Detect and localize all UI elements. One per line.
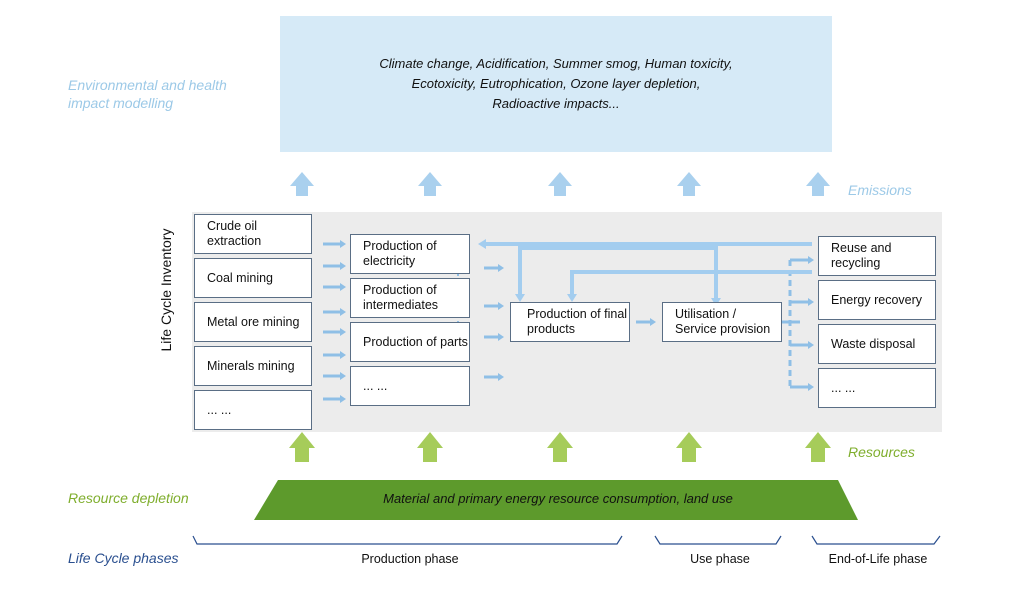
- resource-arrow: [547, 432, 573, 462]
- emission-arrow: [290, 172, 314, 196]
- production-label: Production of parts: [363, 334, 468, 349]
- utilisation-label: Utilisation / Service provision: [675, 307, 771, 336]
- end-of-life-box: Waste disposal: [818, 324, 936, 364]
- resource-arrow: [805, 432, 831, 462]
- end-of-life-box: Reuse and recycling: [818, 236, 936, 276]
- lci-title: Life Cycle Inventory: [158, 228, 174, 352]
- resource-arrow: [289, 432, 315, 462]
- emission-arrow: [548, 172, 572, 196]
- emission-arrows: [290, 172, 830, 196]
- phase-brackets: [192, 535, 941, 545]
- end-of-life-label: Waste disposal: [831, 336, 916, 351]
- emissions-label: Emissions: [848, 182, 912, 198]
- final-products-label: Production of final products: [527, 307, 628, 336]
- end-of-life-box: Energy recovery: [818, 280, 936, 320]
- phase-end-of-life-label: End-of-Life phase: [828, 552, 928, 566]
- production-box: Production of electricity: [350, 234, 470, 274]
- impact-categories-box: Climate change, Acidification, Summer sm…: [280, 16, 832, 152]
- resource-arrow: [676, 432, 702, 462]
- depletion-bar: [254, 480, 858, 520]
- emission-arrow: [677, 172, 701, 196]
- impact-modelling-label: Environmental and health impact modellin…: [68, 76, 227, 112]
- production-box: Production of parts: [350, 322, 470, 362]
- end-of-life-box: ... ...: [818, 368, 936, 408]
- impact-line-1: Climate change, Acidification, Summer sm…: [379, 56, 733, 71]
- life-cycle-phases-label: Life Cycle phases: [68, 550, 179, 566]
- phase-production-label: Production phase: [361, 552, 459, 566]
- extraction-box: Metal ore mining: [194, 302, 312, 342]
- extraction-label: Metal ore mining: [207, 314, 300, 329]
- production-label: Production of intermediates: [363, 283, 439, 312]
- feedback-loops: [486, 242, 812, 300]
- extraction-label: Coal mining: [207, 270, 274, 285]
- resource-arrows: [289, 432, 831, 462]
- final-products-box: Production of final products: [510, 302, 630, 342]
- resources-label: Resources: [848, 444, 915, 460]
- bracket-production: [192, 535, 623, 545]
- extraction-box: Coal mining: [194, 258, 312, 298]
- end-of-life-label: Energy recovery: [831, 292, 923, 307]
- impact-modelling-label-line-1: Environmental and health: [68, 77, 227, 93]
- emission-arrow: [806, 172, 830, 196]
- utilisation-box: Utilisation / Service provision: [662, 302, 782, 342]
- extraction-label: Minerals mining: [207, 358, 295, 373]
- extraction-label: ... ...: [207, 402, 232, 417]
- extraction-label: Crude oil extraction: [207, 219, 262, 248]
- bracket-use: [654, 535, 782, 545]
- resource-arrow: [417, 432, 443, 462]
- impact-categories-text: Climate change, Acidification, Summer sm…: [379, 54, 732, 114]
- impact-modelling-label-line-2: impact modelling: [68, 95, 174, 111]
- end-of-life-label: Reuse and recycling: [831, 241, 892, 270]
- resource-depletion-label: Resource depletion: [68, 490, 189, 506]
- depletion-bar-text: Material and primary energy resource con…: [383, 491, 733, 506]
- end-of-life-label: ... ...: [831, 380, 856, 395]
- extraction-box: Crude oil extraction: [194, 214, 312, 254]
- production-box: ... ...: [350, 366, 470, 406]
- impact-line-3: Radioactive impacts...: [492, 96, 620, 111]
- production-box: Production of intermediates: [350, 278, 470, 318]
- production-label: ... ...: [363, 378, 388, 393]
- production-label: Production of electricity: [363, 239, 437, 268]
- phase-use-label: Use phase: [690, 552, 750, 566]
- extraction-box: ... ...: [194, 390, 312, 430]
- bracket-end-of-life: [811, 535, 941, 545]
- impact-line-2: Ecotoxicity, Eutrophication, Ozone layer…: [411, 76, 701, 91]
- emission-arrow: [418, 172, 442, 196]
- extraction-box: Minerals mining: [194, 346, 312, 386]
